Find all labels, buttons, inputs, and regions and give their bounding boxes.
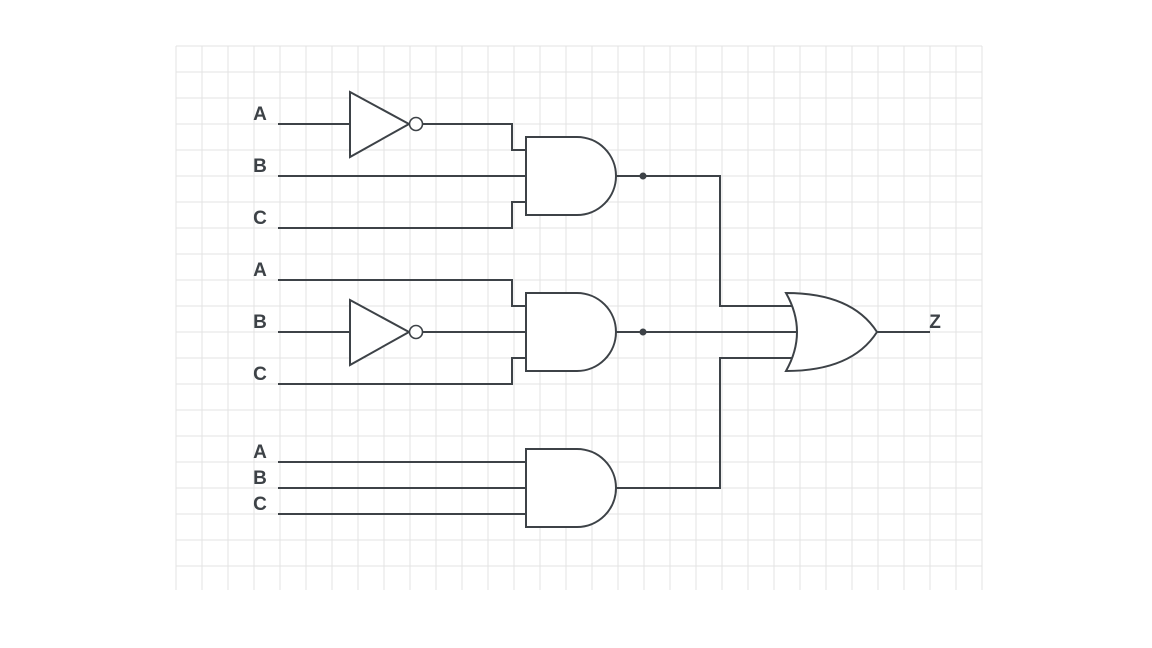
- or-gate: [784, 291, 879, 373]
- input-label-c-1: C: [253, 208, 267, 229]
- junction-dot-2: [639, 328, 647, 336]
- input-label-b-3: B: [253, 468, 267, 489]
- input-label-b-1: B: [253, 156, 267, 177]
- and-gate-1: [525, 136, 617, 216]
- and-gate-2: [525, 292, 617, 372]
- inversion-bubble: [408, 324, 424, 340]
- output-label-z: Z: [929, 312, 941, 333]
- input-label-a-1: A: [253, 104, 267, 125]
- input-label-a-2: A: [253, 260, 267, 281]
- wire-and3-to-or: [616, 357, 797, 489]
- input-label-c-2: C: [253, 364, 267, 385]
- inversion-bubble: [408, 116, 424, 132]
- input-label-a-3: A: [253, 442, 267, 463]
- wire-c1-to-and1: [278, 201, 526, 229]
- input-label-b-2: B: [253, 312, 267, 333]
- wire-a2-to-and2: [278, 279, 526, 307]
- junction-dot-1: [639, 172, 647, 180]
- and-gate-3: [525, 448, 617, 528]
- input-label-c-3: C: [253, 494, 267, 515]
- wire-not-a-to-and1: [423, 123, 526, 151]
- wire-and1-to-or: [616, 175, 797, 307]
- wire-c2-to-and2: [278, 357, 526, 385]
- not-gate-b: [349, 298, 424, 367]
- not-gate-a: [349, 90, 424, 159]
